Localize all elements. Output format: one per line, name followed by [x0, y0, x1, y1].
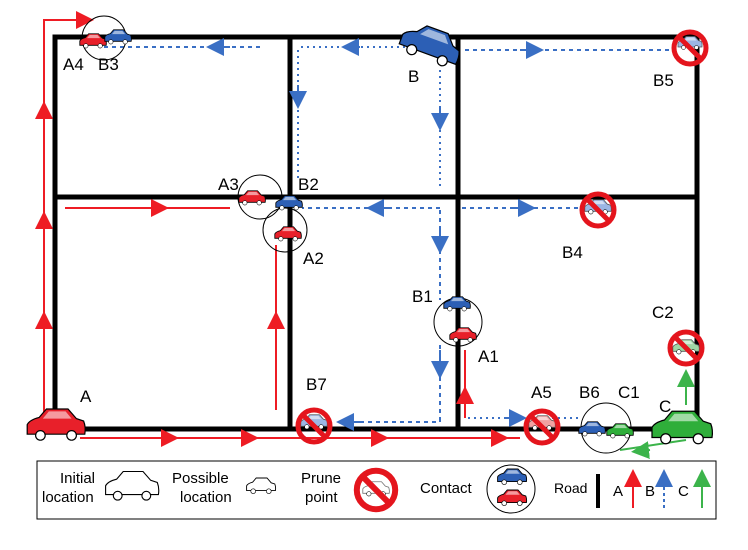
label-b2: B2 [298, 175, 319, 194]
label-b: B [408, 67, 419, 86]
car-a1 [449, 327, 477, 343]
route-c-paths [619, 369, 695, 460]
legend-route-c: C [678, 483, 689, 500]
label-a3: A3 [218, 175, 239, 194]
legend-initial-line1: Initial [60, 470, 95, 487]
road-boundary [52, 34, 700, 432]
label-a1: A1 [478, 347, 499, 366]
car-b6 [578, 421, 606, 437]
legend-contact-icon [486, 464, 536, 514]
car-a3 [238, 190, 266, 206]
legend-initial-line2: location [42, 489, 94, 506]
label-a5: A5 [531, 383, 552, 402]
label-b4: B4 [562, 243, 583, 262]
label-c: C [659, 397, 671, 416]
legend-road: Road [554, 480, 587, 496]
legend-possible-line2: location [180, 489, 232, 506]
label-a2: A2 [303, 249, 324, 268]
label-a: A [80, 387, 92, 406]
label-c2: C2 [652, 303, 674, 322]
legend-route-b: B [645, 483, 655, 500]
legend: Initial location Possible location Prune… [36, 460, 717, 520]
label-b7: B7 [306, 375, 327, 394]
legend-possible-line1: Possible [172, 470, 229, 487]
car-b-initial [396, 18, 466, 71]
legend-contact: Contact [420, 480, 473, 497]
car-c1 [606, 423, 634, 439]
label-b1: B1 [412, 287, 433, 306]
label-a4: A4 [63, 55, 84, 74]
car-a-initial [26, 408, 86, 441]
car-b3 [104, 29, 132, 45]
roads [52, 34, 700, 432]
label-b3: B3 [98, 55, 119, 74]
node-labels: A A1 A2 A3 A4 A5 B B1 B2 B3 B4 B5 B6 B7 … [63, 55, 674, 416]
label-c1: C1 [618, 383, 640, 402]
legend-route-a: A [613, 483, 623, 500]
car-c-initial [651, 410, 714, 445]
label-b5: B5 [653, 71, 674, 90]
label-b6: B6 [579, 383, 600, 402]
route-b-paths [100, 38, 670, 431]
legend-prune-line1: Prune [301, 470, 341, 487]
legend-prune-line2: point [305, 489, 338, 506]
